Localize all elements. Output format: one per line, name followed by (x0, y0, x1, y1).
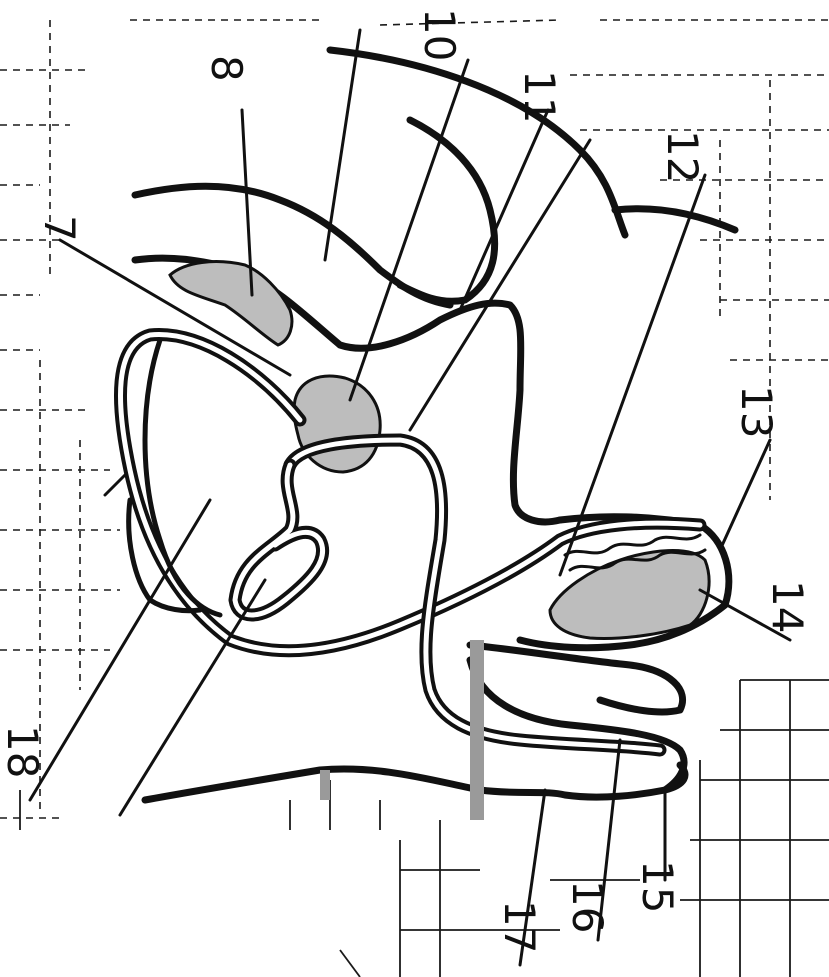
bladder-wall (145, 340, 220, 615)
label-17: 17 (495, 900, 544, 953)
label-14: 14 (763, 580, 812, 633)
leader-9 (325, 30, 360, 260)
label-10: 10 (415, 8, 464, 61)
leader-10 (350, 60, 468, 400)
stippled-rod (470, 640, 484, 820)
stippled-mark (320, 770, 330, 800)
label-16: 16 (563, 880, 612, 933)
label-18: 18 (0, 725, 47, 778)
ducts (120, 335, 700, 750)
label-15: 15 (633, 860, 682, 913)
label-11: 11 (515, 70, 564, 123)
lower-lip-lower (470, 660, 684, 790)
label-12: 12 (658, 130, 707, 183)
testis-shaded (550, 551, 709, 639)
leader-13 (720, 440, 770, 550)
leader-left-tick (105, 475, 125, 495)
back-contour-shoulder (615, 209, 735, 230)
ventral-body-wall (145, 765, 685, 800)
leader-11b (410, 140, 590, 430)
back-contour-upper (330, 50, 625, 235)
label-8: 8 (202, 55, 251, 82)
label-13: 13 (732, 385, 781, 438)
bladder-neck-inner (235, 465, 323, 615)
label-7: 7 (35, 215, 84, 242)
